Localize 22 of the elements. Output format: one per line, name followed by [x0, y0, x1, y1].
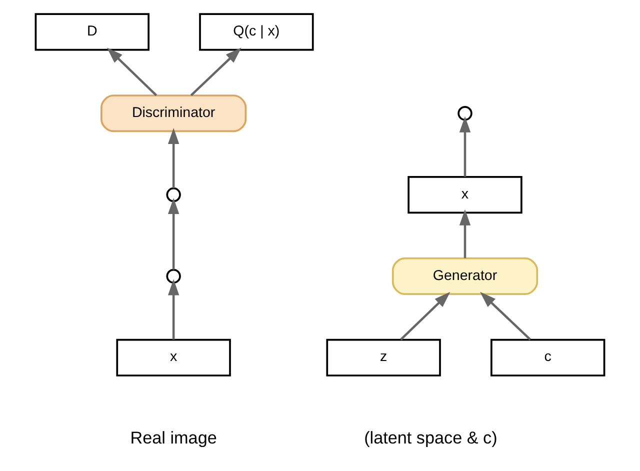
arrow: [459, 116, 471, 177]
node-box: Q(c | x): [199, 13, 314, 51]
node-label: Real image: [130, 428, 217, 448]
arrow: [168, 128, 180, 188]
arrow: [480, 292, 532, 340]
arrow: [168, 198, 180, 270]
arrow: [400, 292, 450, 340]
arrow: [190, 48, 242, 96]
node-circle: [166, 187, 181, 202]
node-circle: [458, 106, 472, 121]
node-box: c: [490, 338, 606, 376]
node-box: D: [34, 13, 150, 51]
arrow: [168, 279, 180, 340]
label: (latent space & c): [364, 428, 498, 448]
arrow: [459, 209, 471, 258]
node-circle: [166, 268, 181, 284]
node-box: z: [326, 338, 441, 376]
node-box: Generator: [392, 257, 538, 295]
arrow: [106, 48, 158, 96]
node-box: x: [116, 338, 231, 376]
node-box: x: [408, 176, 522, 214]
node-box: Discriminator: [100, 94, 247, 132]
